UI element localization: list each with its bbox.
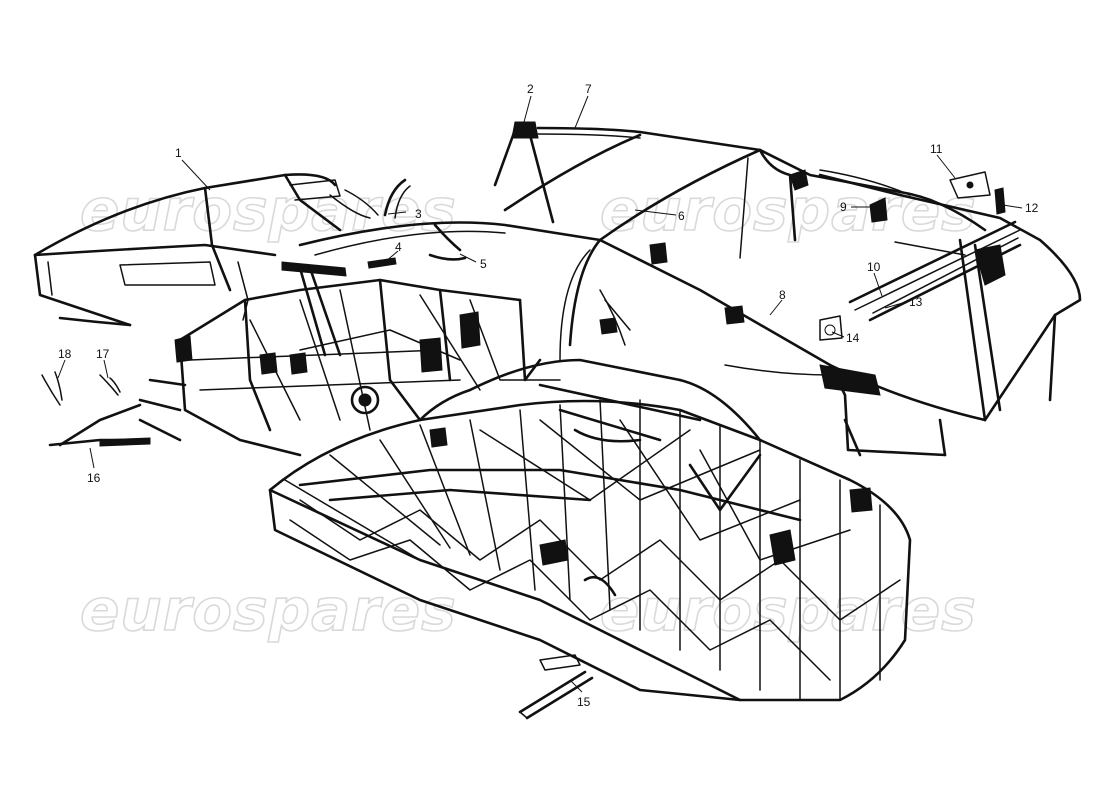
watermark-top-right: eurospares bbox=[600, 176, 977, 244]
callout-6: 6 bbox=[678, 209, 685, 223]
callout-15: 15 bbox=[577, 695, 591, 709]
callout-17: 17 bbox=[96, 347, 110, 361]
part-6-8-roof-rails bbox=[298, 148, 987, 422]
part-1-windscreen-frame bbox=[33, 173, 379, 327]
part-2-7-roof-frame bbox=[493, 121, 902, 224]
callout-2: 2 bbox=[527, 82, 534, 96]
watermark-bottom-left: eurospares bbox=[80, 576, 457, 644]
callout-18: 18 bbox=[58, 347, 72, 361]
callout-7: 7 bbox=[585, 82, 592, 96]
callout-4: 4 bbox=[395, 240, 402, 254]
callout-8: 8 bbox=[779, 288, 786, 302]
callout-9: 9 bbox=[840, 200, 847, 214]
callout-16: 16 bbox=[87, 471, 101, 485]
callout-5: 5 bbox=[480, 257, 487, 271]
callout-13: 13 bbox=[909, 295, 923, 309]
watermarks: eurospares eurospares eurospares eurospa… bbox=[79, 175, 977, 645]
part-10-13-strips bbox=[848, 220, 1022, 322]
callout-14: 14 bbox=[846, 331, 860, 345]
watermark-bottom-right: eurospares bbox=[600, 576, 977, 644]
leader-lines bbox=[57, 95, 1023, 693]
small-brackets bbox=[819, 169, 1006, 341]
callout-12: 12 bbox=[1025, 201, 1039, 215]
callout-labels: 1 2 3 4 5 6 7 8 9 10 11 12 13 14 15 16 1… bbox=[58, 82, 1039, 709]
center-roll-hoop bbox=[281, 242, 745, 357]
callout-3: 3 bbox=[415, 207, 422, 221]
callout-1: 1 bbox=[175, 146, 182, 160]
part-4-5-items bbox=[367, 223, 467, 269]
part-15-lower-bar bbox=[518, 654, 594, 720]
part-3-hoop bbox=[383, 178, 411, 219]
main-chassis-frame bbox=[268, 358, 912, 702]
cockpit-cage bbox=[138, 278, 702, 457]
watermark-top-left: eurospares bbox=[80, 176, 457, 244]
parts-16-18-left bbox=[41, 371, 151, 447]
callout-10: 10 bbox=[867, 260, 881, 274]
callout-11: 11 bbox=[930, 142, 943, 156]
